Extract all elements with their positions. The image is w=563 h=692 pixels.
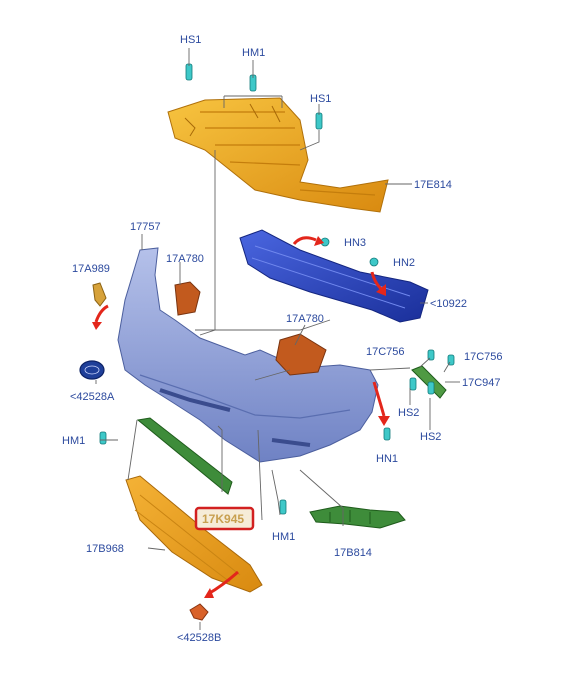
callout-17a780-center: 17A780 <box>286 313 324 325</box>
callout-hn3: HN3 <box>344 237 366 249</box>
callout-42528a: <42528A <box>70 391 115 403</box>
callout-hs2-right: HS2 <box>420 431 441 443</box>
callout-10922: <10922 <box>430 298 467 310</box>
ford-emblem-part <box>79 360 105 380</box>
callout-17k945: 17K945 <box>202 512 244 526</box>
callout-17757: 17757 <box>130 221 161 233</box>
callout-hs1-right: HS1 <box>310 93 331 105</box>
callout-17b968: 17B968 <box>86 543 124 555</box>
bumper-cover-part <box>117 247 379 463</box>
impact-beam-part <box>239 229 429 323</box>
grille-strip-part <box>136 417 233 495</box>
fasteners <box>99 63 455 515</box>
callout-hs2-left: HS2 <box>398 407 419 419</box>
callout-17c947: 17C947 <box>462 377 501 389</box>
clip-17a989-part <box>92 282 107 307</box>
callout-hs1-top: HS1 <box>180 34 201 46</box>
callout-17a780-left: 17A780 <box>166 253 204 265</box>
callout-hm1-bottom: HM1 <box>272 531 295 543</box>
callout-hn2: HN2 <box>393 257 415 269</box>
callout-hn1: HN1 <box>376 453 398 465</box>
callout-hm1-left: HM1 <box>62 435 85 447</box>
side-grille-part <box>309 505 406 529</box>
upper-shield-part <box>167 97 389 213</box>
lower-grille-part <box>125 475 263 593</box>
callout-17a989: 17A989 <box>72 263 110 275</box>
callout-17b814: 17B814 <box>334 547 372 559</box>
bracket-left-part <box>174 281 201 316</box>
callout-hm1-top: HM1 <box>242 47 265 59</box>
callout-42528b: <42528B <box>177 632 221 644</box>
leader-lines <box>95 48 460 630</box>
callout-17c756-right: 17C756 <box>464 351 503 363</box>
highlight-box-17k945 <box>194 506 255 531</box>
callout-17e814: 17E814 <box>414 179 452 191</box>
clip-42528b-part <box>189 603 209 621</box>
callout-17c756-left: 17C756 <box>366 346 405 358</box>
direction-arrows <box>92 236 390 598</box>
